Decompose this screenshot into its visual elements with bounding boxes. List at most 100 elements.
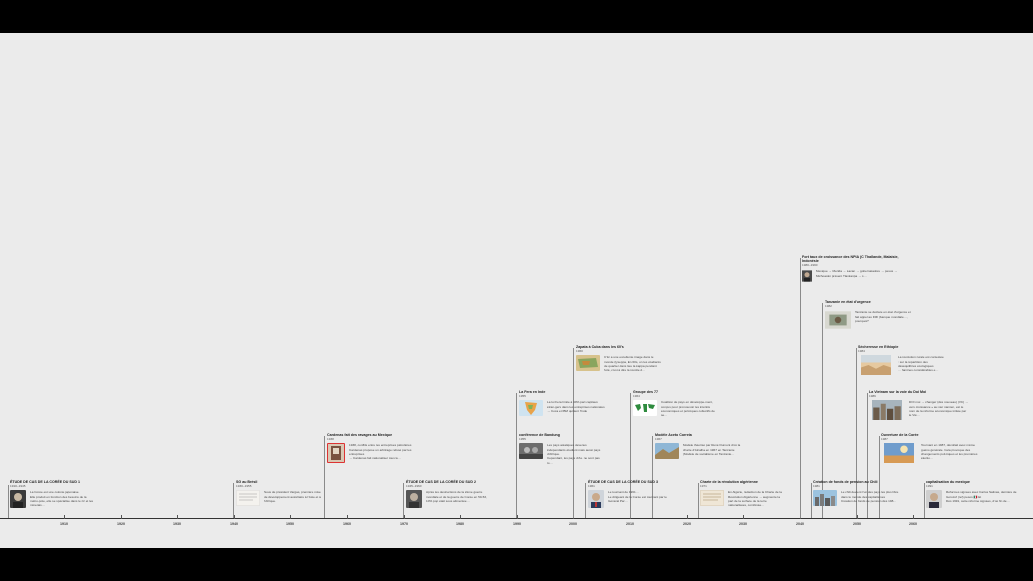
timeline-axis (0, 518, 1033, 519)
timeline-event[interactable]: Fort taux de croissance des NPIA (C Thaï… (802, 255, 902, 283)
event-text: La loi Fera limite à 40% part capitaux é… (547, 400, 605, 409)
event-title: Charte de la révolution algérienne (700, 480, 758, 484)
axis-tick (347, 515, 348, 519)
event-text: DOI moi → changer (dès nouveau) (VC) → v… (909, 400, 969, 418)
event-text: Les pays asiatiques devenus indépendants… (547, 443, 601, 457)
event-stem (516, 436, 517, 518)
event-date: 1964 (633, 394, 640, 399)
axis-tick (913, 515, 914, 519)
event-text: Cependant, les pays d'As. ne sont pas to… (547, 456, 600, 465)
city-thumbnail (872, 400, 902, 421)
event-text: Modèle théorisé par René Dumont d'où la … (683, 443, 741, 457)
event-date: 1938 (327, 437, 334, 442)
event-title: Fort taux de croissance des NPIA (C Thaï… (802, 255, 899, 264)
event-text: Le tournant de 1961… (608, 490, 639, 495)
timeline-event[interactable]: Modèle Aceto Correia 1967 Modèle théoris… (655, 433, 741, 460)
event-date: 1945–1960 (406, 484, 422, 489)
axis-tick (687, 515, 688, 519)
event-date: 1982 (825, 304, 832, 309)
event-text: La révolution rurale est contestée : sur… (898, 355, 944, 369)
axis-tick-label: 1950 (286, 522, 294, 526)
axis-tick-label: 1990 (513, 522, 521, 526)
timeline-event[interactable]: ÉTUDE DE CAS DE LA CORÉE DU SUD 3 1961 L… (588, 480, 674, 509)
axis-tick-label: 1970 (400, 522, 408, 526)
event-date: 1971 (700, 484, 707, 489)
document-thumbnail (236, 490, 260, 507)
portrait-thumbnail (406, 490, 422, 509)
timeline-event[interactable]: Sécheresse en Ethiopie 1984 La révolutio… (858, 345, 944, 376)
event-text: Tanzanie se déclare en état d'urgence et… (855, 310, 911, 324)
timeline-event[interactable]: ÉTUDE DE CAS DE LA CORÉE DU SUD 1 1910–1… (10, 480, 96, 509)
timeline-event[interactable]: ÉTUDE DE CAS DE LA CORÉE DU SUD 2 1945–1… (406, 480, 492, 509)
event-title: Ouverture de la Corée (881, 433, 919, 437)
axis-tick (460, 515, 461, 519)
axis-tick (290, 515, 291, 519)
axis-tick (64, 515, 65, 519)
event-text: Sous de président Vargas, première mise … (264, 490, 321, 504)
map-thumbnail (519, 400, 543, 417)
event-date: 1986 (869, 394, 876, 399)
event-title: ÉTUDE DE CAS DE LA CORÉE DU SUD 1 (10, 480, 80, 484)
axis-tick-label: 1940 (230, 522, 238, 526)
event-text: Elle produit en fonction des besoins de … (30, 494, 94, 508)
event-title: La Fera en Inde (519, 390, 546, 394)
axis-tick (121, 515, 122, 519)
timeline-event[interactable]: Tanzanie en état d'urgence 1982 Tanzanie… (825, 300, 911, 330)
event-text: → Coca et IBM quittent l'Inde (547, 409, 588, 414)
axis-tick (177, 515, 178, 519)
event-text: … famines considérables e… (898, 368, 939, 373)
event-stem (233, 483, 234, 518)
timeline-event[interactable]: SG au Brésil 1930–1955 Sous de président… (236, 480, 322, 507)
map-thumbnail (576, 355, 600, 372)
event-text: Après les destructions de la 2ème guerre… (426, 490, 487, 504)
timeline-event[interactable]: La Vietnam sur la voie du Doi Moi 1986 D… (869, 390, 969, 421)
event-stem (652, 436, 653, 518)
timeline-event[interactable]: capitalisation du mexique 1991 Réformes … (926, 480, 1026, 509)
timeline-canvas[interactable]: 1910 1920 1930 1940 1950 1960 1970 1980 … (0, 33, 1033, 548)
axis-tick-label: 2020 (683, 522, 691, 526)
event-stem (698, 483, 699, 518)
event-title: Groupe des 77 (633, 390, 658, 394)
event-title: SG au Brésil (236, 480, 258, 484)
event-title: Tanzanie en état d'urgence (825, 300, 871, 304)
event-date: 1991 (926, 484, 933, 489)
poster-thumbnail (327, 443, 345, 464)
event-date: 1961 (588, 484, 595, 489)
timeline-event[interactable]: Création de fonds de pension au Chili 19… (813, 480, 903, 507)
event-title: La Vietnam sur la voie du Doi Moi (869, 390, 927, 394)
landscape-thumbnail (655, 443, 679, 460)
event-title: Sécheresse en Ethiopie (858, 345, 899, 349)
timeline-event[interactable]: Ouverture de la Corée 1987 Tournant en 1… (881, 433, 981, 464)
event-title: Création de fonds de pension au Chili (813, 480, 878, 484)
event-title: capitalisation du mexique (926, 480, 970, 484)
axis-tick-label: 2010 (626, 522, 634, 526)
event-date: 1987 (881, 437, 888, 442)
timeline-event[interactable]: Cardenas fait des ravages au Mexique 193… (327, 433, 413, 464)
event-text: C'tic a une excellente image dans le mon… (604, 355, 661, 373)
timeline-event[interactable]: Groupe des 77 1964 Coalition de pays en … (633, 390, 719, 418)
event-title: Cardenas fait des ravages au Mexique (327, 433, 393, 437)
timeline-event[interactable]: Zapata à Cuba dans les 60's 1960 C'tic a… (576, 345, 662, 373)
event-stem (324, 436, 325, 518)
event-stem (856, 348, 857, 518)
event-stem (585, 483, 586, 518)
event-text: Le dirigeant de la Corée est tournant pa… (608, 494, 667, 504)
portrait-thumbnail (926, 490, 942, 509)
axis-tick-label: 1920 (117, 522, 125, 526)
event-date: 1955 (519, 394, 526, 399)
timeline-event[interactable]: conférence de Bandung 1955 Les pays asia… (519, 433, 605, 465)
event-text: 1938, conflits entre les entreprises pét… (349, 443, 412, 457)
event-stem (800, 258, 801, 518)
event-date: 1955 (519, 437, 526, 442)
event-date: 1967 (655, 437, 662, 442)
axis-tick-label: 2040 (796, 522, 804, 526)
axis-tick-label: 2030 (739, 522, 747, 526)
axis-tick-label: 1930 (173, 522, 181, 526)
event-stem (867, 393, 868, 518)
timeline-event[interactable]: La Fera en Inde 1955 La loi Fera limite … (519, 390, 605, 417)
event-date: 1960 (576, 349, 583, 354)
event-text: En Algérie, rédaction de la Charte de la… (728, 490, 782, 508)
event-date: 1981 (813, 484, 820, 489)
event-stem (811, 483, 812, 518)
timeline-event[interactable]: Charte de la révolution algérienne 1971 … (700, 480, 786, 508)
